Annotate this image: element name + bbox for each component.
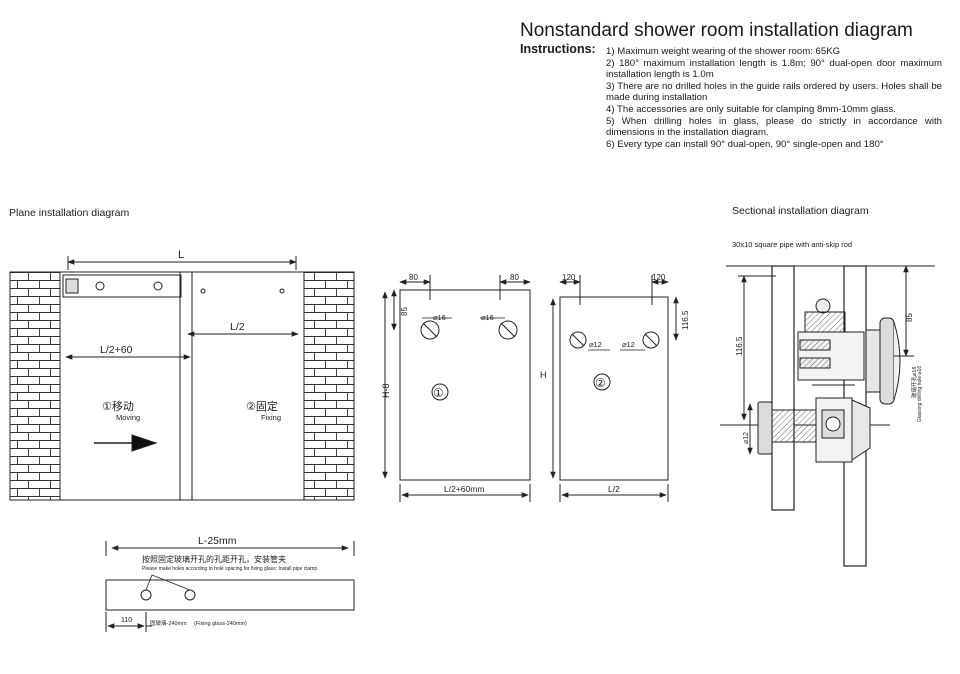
plane-diagram-title: Plane installation diagram	[9, 207, 130, 219]
section-note-cn: 玻璃开孔⌀16	[910, 367, 918, 398]
panel1-dim-vert: 85	[400, 307, 409, 316]
left-wall	[9, 271, 61, 501]
instructions-list: 1) Maximum weight wearing of the shower …	[606, 46, 942, 150]
section-diagram-title: Sectional installation diagram	[732, 205, 869, 217]
fixing-label-cn: ②固定	[246, 399, 278, 413]
panel2-number: ②	[595, 376, 606, 390]
moving-label-cn: ①移动	[102, 400, 134, 413]
instruction-item: 6) Every type can install 90° dual-open,…	[606, 138, 884, 150]
fixing-label-en: Fixing	[261, 413, 281, 422]
section-12-label: ⌀12	[743, 432, 750, 444]
rail-drilling-drawing	[105, 541, 355, 632]
panel1-hole-right: ⌀16	[481, 313, 494, 322]
sectional-diagram	[720, 265, 935, 567]
panel1-width-label: L/2+60mm	[444, 484, 484, 494]
panel2-dim-vert: 116.5	[681, 310, 690, 330]
wall-section-left	[771, 265, 795, 511]
rail-bar	[105, 579, 355, 611]
sliding-rail	[62, 274, 182, 298]
glass-panel-2	[550, 275, 679, 502]
rail-note-cn: 按照固定玻璃开孔的孔距开孔，安装管夹	[142, 554, 286, 564]
instruction-item: 5) When drilling holes in glass, please …	[606, 115, 942, 139]
glass-panel-1	[382, 275, 531, 502]
instructions-label: Instructions:	[520, 42, 596, 56]
section-85-label: 85	[905, 313, 914, 322]
page-title: Nonstandard shower room installation dia…	[520, 20, 913, 41]
panel1-hole-left: ⌀16	[433, 313, 446, 322]
rail-offset-label: 110	[121, 617, 132, 624]
panel2-hole-right: ⌀12	[622, 340, 635, 349]
panel1-number: ①	[433, 386, 444, 400]
section-note-en: Glassing drilling hole ⌀16	[917, 366, 923, 422]
rail-note-en: Please make holes according to hole spac…	[142, 566, 317, 572]
panel1-dim-left: 80	[409, 273, 418, 282]
instruction-item: 3) There are no drilled holes in the gui…	[606, 80, 942, 104]
instruction-item: 1) Maximum weight wearing of the shower …	[606, 46, 841, 57]
panel2-dim-left: 120	[562, 273, 576, 282]
instruction-item: 4) The accessories are only suitable for…	[606, 103, 896, 115]
right-wall	[303, 271, 355, 501]
panel2-height-label: H	[540, 370, 547, 380]
instruction-item: 2) 180° maximum installation length is 1…	[606, 57, 942, 81]
moving-direction-arrow-icon	[131, 434, 158, 452]
door-opening	[59, 271, 305, 501]
section-diagram-subtitle: 30x10 square pipe with anti-skip rod	[732, 240, 853, 249]
panel2-width-label: L/2	[608, 484, 620, 494]
panel2-hole-left: ⌀12	[589, 340, 602, 349]
rail-fixing-note-cn: 固玻璃-240mm	[150, 619, 187, 627]
panel1-dim-right: 80	[510, 273, 519, 282]
moving-label-en: Moving	[116, 413, 140, 422]
panel2-dim-right: 120	[652, 273, 666, 282]
dim-half-plus-label: L/2+60	[100, 344, 133, 356]
dim-L-label: L	[178, 249, 184, 261]
rail-length-label: L-25mm	[198, 535, 237, 547]
section-height-label: 116.5	[735, 336, 744, 356]
plane-diagram	[9, 256, 355, 501]
panel1-height-label: H-8	[381, 383, 391, 398]
dim-half-label: L/2	[230, 321, 245, 333]
rail-fixing-note-en: (Fixing glass-240mm)	[194, 621, 247, 627]
